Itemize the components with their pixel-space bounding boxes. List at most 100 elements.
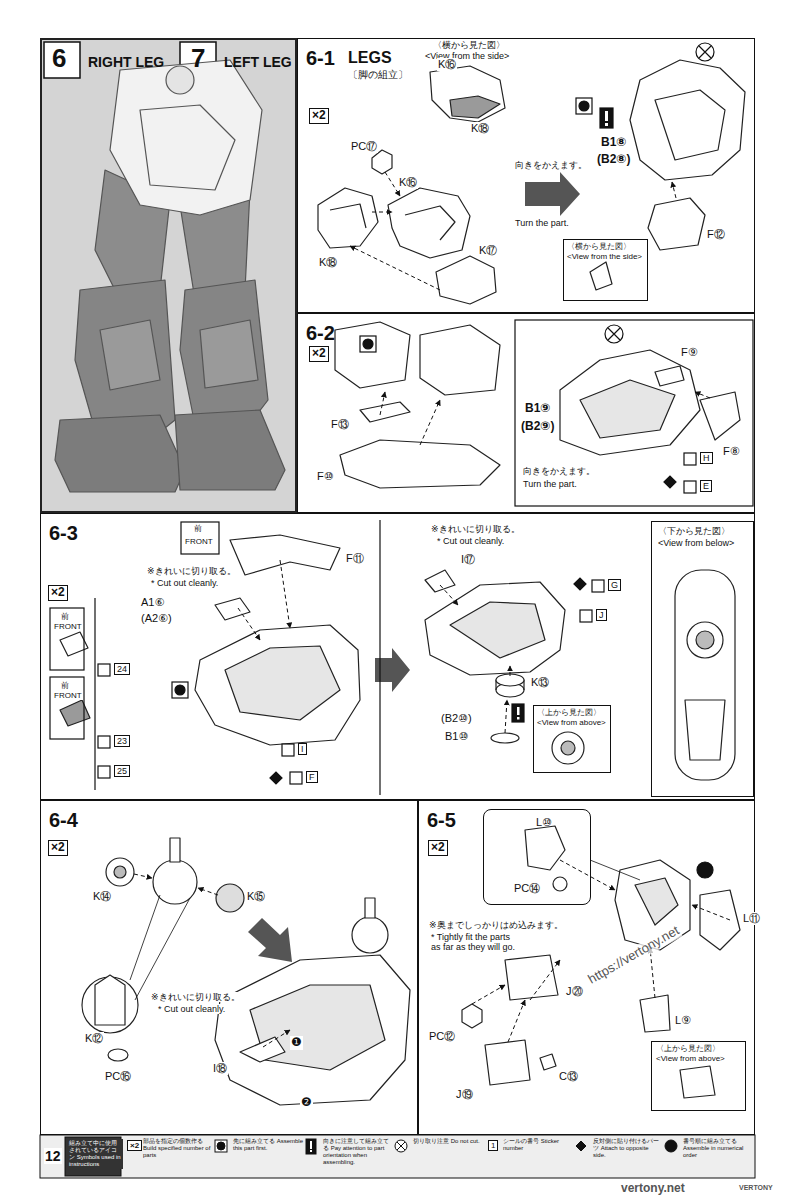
- leader-line: [590, 860, 640, 880]
- part-drawing: [330, 204, 366, 228]
- part-drawing: [352, 917, 388, 953]
- instruction-icon: [98, 766, 110, 778]
- panel-ground: [40, 38, 297, 513]
- part-label: F⑬: [330, 418, 350, 431]
- panel-text: <View from above>: [656, 1054, 725, 1063]
- step-panel: 6-4: [40, 800, 418, 1135]
- leader-line: [135, 898, 190, 1000]
- instruction-icon: [605, 325, 623, 343]
- part-drawing: [365, 898, 375, 918]
- part-drawing: [700, 392, 740, 440]
- quantity-badge: ×2: [48, 840, 68, 856]
- title-panel: 6RIGHT LEG7LEFT LEG: [40, 38, 297, 513]
- watermark: https://vertony.net: [585, 923, 683, 988]
- part-drawing: [425, 570, 455, 592]
- part-drawing: [552, 732, 584, 764]
- leg-figure: [110, 60, 262, 215]
- legend-text: 反対側に貼り付けるパーツ Attach to opposite side.: [593, 1138, 663, 1159]
- part-drawing: [590, 262, 612, 290]
- part-drawing: [485, 1040, 530, 1085]
- assembly-arrow: [350, 246, 440, 290]
- panel-text: <View from above>: [537, 718, 606, 727]
- sticker-number: H: [700, 452, 713, 464]
- panel-heading: L⑩: [536, 816, 552, 829]
- part-drawing: [240, 1037, 285, 1062]
- assembly-arrow: [472, 985, 505, 1004]
- panel-text: <View from the side>: [567, 252, 642, 261]
- legend-text: 向きに注意して組み立てる Pay attention to part orien…: [323, 1138, 393, 1166]
- detail-inset: L⑩ PC⑭: [483, 809, 591, 905]
- panel-divider: [379, 520, 380, 795]
- panel-text: PC⑭: [514, 882, 540, 895]
- sticker-number: 24: [114, 663, 130, 675]
- panel-divider: [95, 320, 753, 795]
- leg-figure: [180, 280, 268, 430]
- part-drawing: [436, 256, 496, 304]
- part-label: F⑪: [345, 552, 365, 565]
- part-label: L⑨: [674, 1014, 692, 1027]
- instruction-icon: [580, 610, 592, 622]
- symbol-footer: [310, 1141, 312, 1149]
- part-drawing: [553, 877, 567, 891]
- legend-text: 番号順に組み立てる Assemble in numerical order: [683, 1138, 753, 1159]
- part-drawing: [225, 646, 340, 720]
- part-drawing: [450, 602, 545, 658]
- step-panel: 6-3 〈下から見た図〉 <View from below> 〈上から見た図〉<Vie…: [40, 513, 755, 800]
- instruction-icon: [664, 476, 676, 488]
- panel-text: <View from below>: [658, 538, 734, 548]
- instruction-icon: [699, 46, 711, 58]
- part-label: F⑧: [722, 445, 741, 458]
- symbol-footer: [40, 1135, 755, 1178]
- part-drawing: [655, 90, 725, 160]
- instruction-icon: [517, 717, 520, 720]
- legend-text: 切り取り注意 Do not cut.: [413, 1138, 483, 1145]
- part-label: 〈横から見た図〉: [432, 40, 506, 50]
- leg-figure: [166, 66, 194, 94]
- leader-line: [130, 895, 160, 980]
- part-label: I⑰: [460, 553, 476, 566]
- instruction-icon: [600, 108, 613, 128]
- instruction-icon: [696, 43, 714, 61]
- part-drawing: [405, 206, 455, 240]
- turn-arrow: [525, 172, 580, 216]
- panel-text: RIGHT LEG: [88, 54, 164, 70]
- part-drawing: [60, 700, 90, 726]
- part-label: * Tightly fit the parts as far as they w…: [430, 932, 518, 953]
- part-label: F⑨: [680, 346, 699, 359]
- part-label: 前: [60, 612, 70, 621]
- quantity-badge: ×2: [309, 108, 329, 124]
- instruction-icon: [98, 664, 110, 676]
- instruction-icon: [574, 578, 586, 590]
- part-label: ※きれいに切り取る。: [150, 992, 241, 1002]
- panel-heading: 〈上から見た図〉: [537, 708, 601, 717]
- sticker-number: I: [298, 743, 307, 755]
- instruction-icon: [98, 736, 110, 748]
- panel-heading: 6-5: [427, 809, 456, 832]
- instruction-icon: [50, 608, 84, 670]
- panel-ground: [44, 42, 80, 78]
- symbol-footer: [306, 1139, 316, 1154]
- part-drawing: [114, 866, 126, 878]
- part-drawing: [170, 838, 180, 862]
- quantity-badge: ×2: [309, 346, 329, 362]
- assembly-arrow: [650, 948, 655, 998]
- part-label: F⑫: [706, 228, 726, 241]
- part-label: Turn the part.: [522, 479, 578, 489]
- part-drawing: [630, 60, 745, 180]
- leader-line: [130, 860, 640, 1000]
- assembly-arrow: [508, 1000, 525, 1042]
- part-label: FRONT: [53, 691, 83, 700]
- part-drawing: [580, 380, 675, 438]
- panel-heading: 〈下から見た図〉: [658, 526, 730, 536]
- instruction-icon: [512, 704, 524, 722]
- part-drawing: [685, 700, 725, 760]
- part-label: K⑫: [84, 1032, 104, 1045]
- part-label: L⑪: [742, 912, 761, 925]
- part-label: C⑬: [558, 1070, 579, 1083]
- leg-figure: [175, 410, 285, 490]
- part-drawing: [372, 150, 392, 174]
- panel-heading: 6-3: [49, 522, 78, 545]
- instruction-icon: [576, 98, 592, 114]
- instruction-icon: [360, 336, 376, 352]
